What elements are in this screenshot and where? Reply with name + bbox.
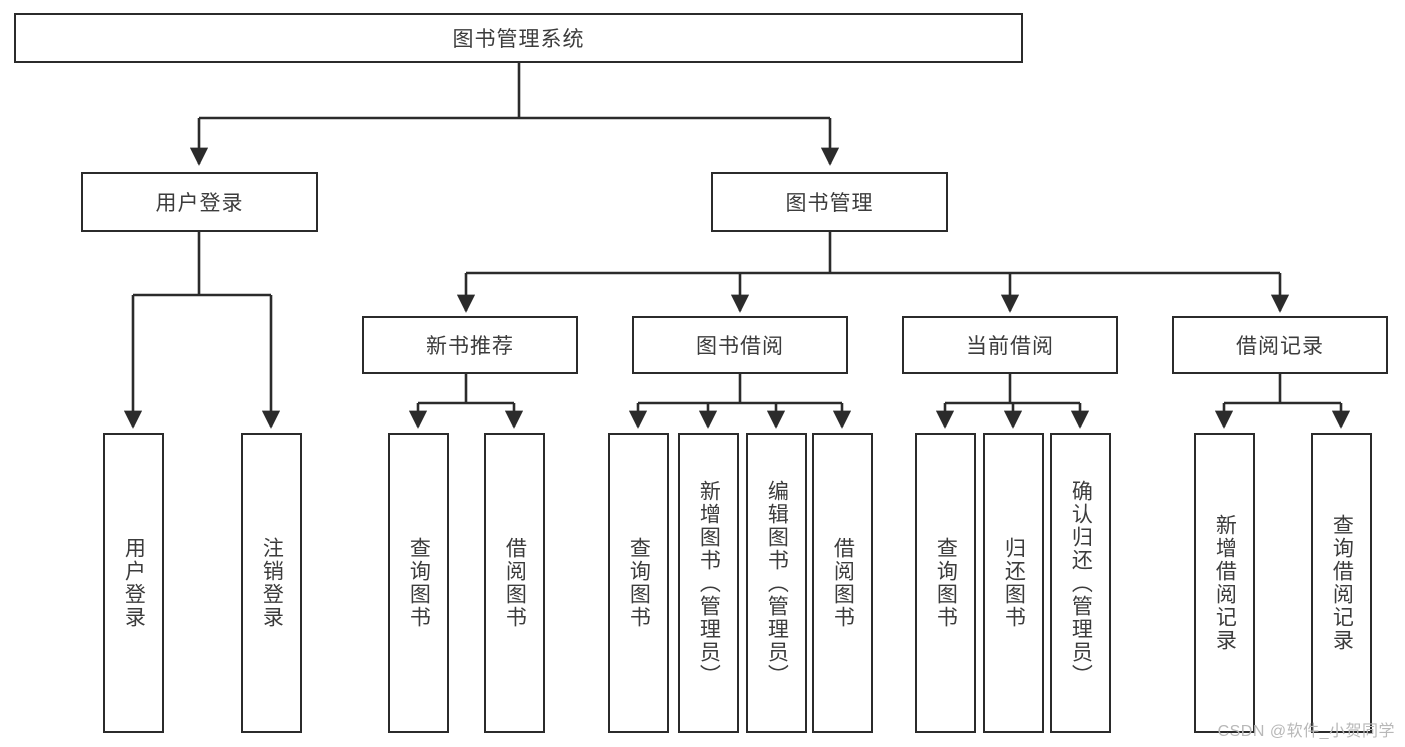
leaf-query-book-borrow-label: 查询图书 [627,537,651,629]
leaf-borrow-book-label: 借阅图书 [831,537,855,629]
leaf-user-login[interactable]: 用户登录 [103,433,164,733]
leaf-query-book-recommend-label: 查询图书 [407,537,431,629]
leaf-return-book-label: 归还图书 [1002,537,1026,629]
leaf-query-borrow-record-label: 查询借阅记录 [1330,514,1354,652]
node-root[interactable]: 图书管理系统 [14,13,1023,63]
node-book-management-label: 图书管理 [785,192,874,215]
leaf-logout-label: 注销登录 [260,537,284,629]
node-user-login[interactable]: 用户登录 [81,172,318,232]
leaf-query-book-borrow[interactable]: 查询图书 [608,433,669,733]
leaf-add-borrow-record[interactable]: 新增借阅记录 [1194,433,1255,733]
leaf-add-book-admin-label: 新增图书（管理员） [697,479,721,687]
leaf-borrow-book[interactable]: 借阅图书 [812,433,873,733]
leaf-user-login-label: 用户登录 [122,537,146,629]
leaf-query-book-current-label: 查询图书 [934,537,958,629]
leaf-query-borrow-record[interactable]: 查询借阅记录 [1311,433,1372,733]
leaf-query-book-recommend[interactable]: 查询图书 [388,433,449,733]
node-current-borrow-label: 当前借阅 [966,335,1054,358]
leaf-add-borrow-record-label: 新增借阅记录 [1213,514,1237,652]
leaf-borrow-book-recommend-label: 借阅图书 [503,537,527,629]
node-book-borrow[interactable]: 图书借阅 [632,316,848,374]
node-new-book-recommend[interactable]: 新书推荐 [362,316,578,374]
leaf-edit-book-admin[interactable]: 编辑图书（管理员） [746,433,807,733]
node-book-borrow-label: 图书借阅 [696,335,784,358]
leaf-confirm-return-admin-label: 确认归还（管理员） [1069,479,1093,687]
node-root-label: 图书管理系统 [452,28,585,51]
leaf-return-book[interactable]: 归还图书 [983,433,1044,733]
node-borrow-record-label: 借阅记录 [1236,335,1324,358]
leaf-add-book-admin[interactable]: 新增图书（管理员） [678,433,739,733]
node-current-borrow[interactable]: 当前借阅 [902,316,1118,374]
node-new-book-recommend-label: 新书推荐 [426,335,514,358]
node-book-management[interactable]: 图书管理 [711,172,948,232]
leaf-logout[interactable]: 注销登录 [241,433,302,733]
leaf-borrow-book-recommend[interactable]: 借阅图书 [484,433,545,733]
leaf-edit-book-admin-label: 编辑图书（管理员） [765,479,789,687]
leaf-query-book-current[interactable]: 查询图书 [915,433,976,733]
node-borrow-record[interactable]: 借阅记录 [1172,316,1388,374]
csdn-watermark: CSDN @软件_小贺同学 [1217,723,1395,740]
leaf-confirm-return-admin[interactable]: 确认归还（管理员） [1050,433,1111,733]
node-user-login-label: 用户登录 [155,192,244,215]
